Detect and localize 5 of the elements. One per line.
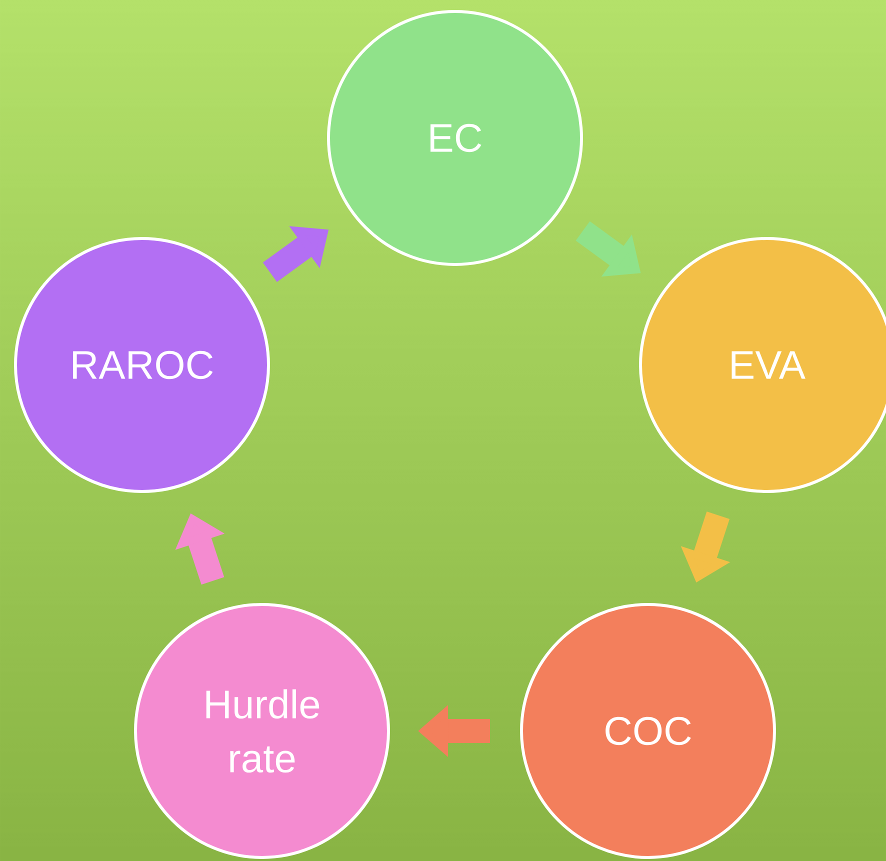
- circle-node: RAROC: [14, 237, 270, 493]
- circle-node: EVA: [639, 237, 886, 493]
- circle-node: Hurdle rate: [134, 603, 390, 859]
- circle-node: COC: [520, 603, 776, 859]
- circle-node: EC: [327, 10, 583, 266]
